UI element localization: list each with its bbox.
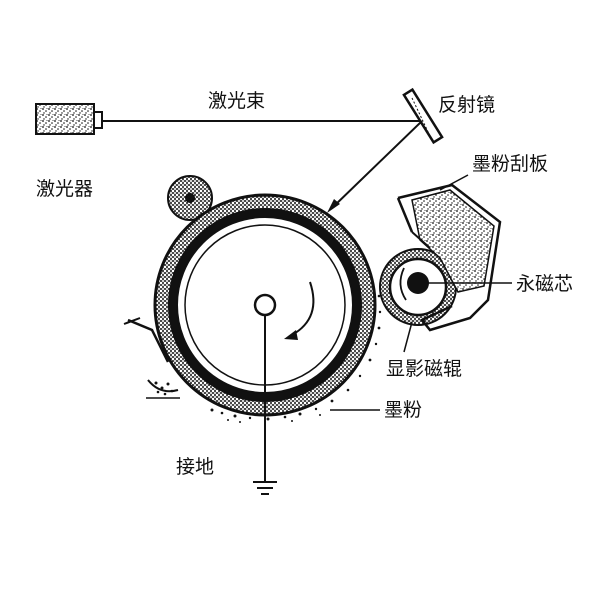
- toner-label: 墨粉: [384, 399, 423, 421]
- mirror-shape: [402, 87, 444, 145]
- permanent-magnet-core-label: 永磁芯: [516, 273, 574, 295]
- toner-particles: [210, 294, 382, 423]
- laser-label: 激光器: [36, 178, 94, 200]
- waste-toner-blade: [123, 317, 180, 399]
- rotation-arrow: [284, 281, 315, 340]
- beam-arrowhead: [327, 199, 340, 213]
- mirror-label: 反射镜: [438, 94, 496, 116]
- developer-roller-leader: [403, 321, 413, 353]
- ground-symbol: [253, 315, 277, 495]
- toner-blade-leader: [439, 174, 469, 191]
- ground-label: 接地: [176, 456, 215, 478]
- photosensitive-drum: [153, 193, 377, 417]
- reflected-beam-line: [331, 120, 423, 209]
- laser-beam-label: 激光束: [208, 90, 266, 112]
- magnet-core: [407, 272, 429, 294]
- developer-roller-shape: [379, 248, 457, 326]
- toner-blade-label: 墨粉刮板: [472, 153, 549, 175]
- developer-roller-label: 显影磁辊: [386, 358, 463, 380]
- toner-hopper: [396, 183, 502, 332]
- laser-unit: [35, 103, 103, 135]
- drum-axle: [253, 293, 277, 317]
- cleaning-roller: [167, 175, 213, 221]
